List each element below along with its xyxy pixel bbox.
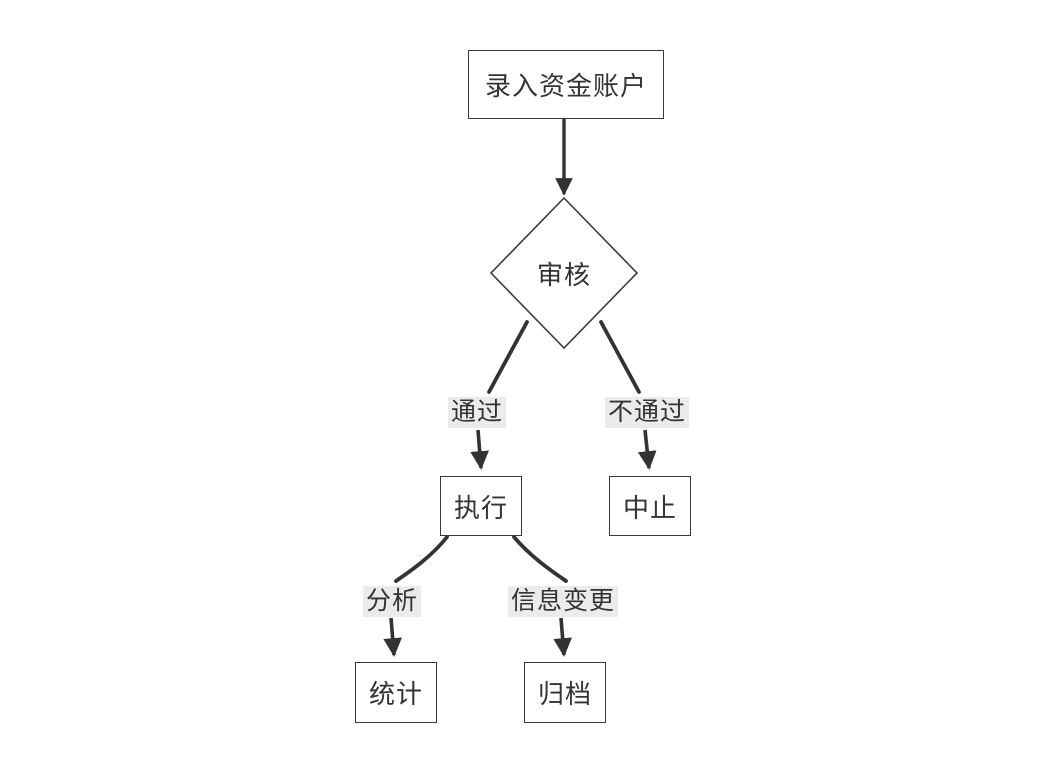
node-abort-label: 中止 bbox=[622, 492, 677, 523]
decision-diamond-outline bbox=[489, 196, 639, 350]
node-archive[interactable]: 归档 bbox=[524, 662, 606, 723]
node-stats[interactable]: 统计 bbox=[355, 662, 437, 723]
edge-execute-to-change-label bbox=[512, 535, 568, 583]
node-review-label: 审核 bbox=[536, 259, 591, 290]
node-abort[interactable]: 中止 bbox=[609, 476, 691, 536]
edge-review-to-fail-label bbox=[599, 320, 641, 394]
edge-execute-to-analyze-label bbox=[394, 535, 449, 583]
edge-fail-label-to-abort bbox=[637, 429, 657, 470]
edge-pass-label-to-execute bbox=[470, 429, 490, 470]
edge-label-fail: 不通过 bbox=[605, 397, 690, 428]
edge-change-label-to-archive bbox=[553, 617, 572, 657]
node-archive-label: 归档 bbox=[537, 679, 592, 709]
edge-review-to-pass-label bbox=[487, 320, 529, 394]
node-stats-label: 统计 bbox=[368, 679, 423, 709]
node-entry[interactable]: 录入资金账户 bbox=[468, 50, 664, 119]
edge-label-pass: 通过 bbox=[448, 397, 507, 428]
node-execute-label: 执行 bbox=[453, 492, 508, 523]
node-execute[interactable]: 执行 bbox=[440, 476, 522, 536]
node-review[interactable]: 审核 bbox=[491, 198, 637, 348]
edge-label-analyze: 分析 bbox=[363, 586, 422, 617]
edge-label-change: 信息变更 bbox=[508, 586, 619, 617]
node-review-label-wrap: 审核 bbox=[491, 198, 637, 348]
edge-analyze-label-to-stats bbox=[383, 617, 402, 657]
node-entry-label: 录入资金账户 bbox=[484, 71, 647, 101]
